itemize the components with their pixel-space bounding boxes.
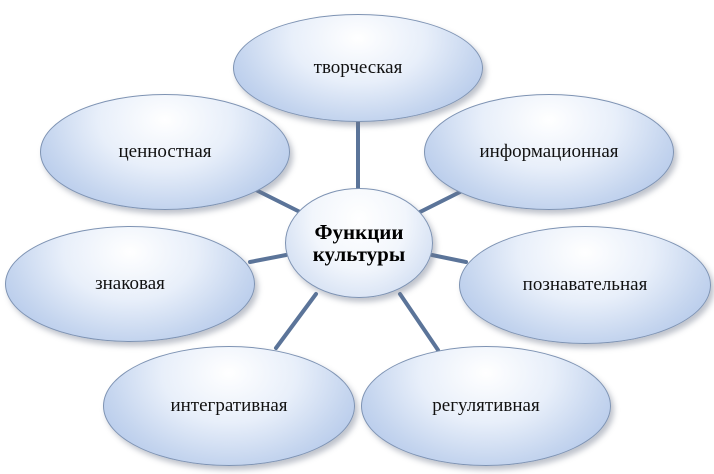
center-title-line1: Функции <box>314 219 404 244</box>
function-label: информационная <box>479 141 619 163</box>
center-node: Функции культуры <box>285 188 433 298</box>
connector-regulyativnaya <box>398 292 440 352</box>
function-label: ценностная <box>118 141 212 163</box>
connector-integrativnaya <box>274 292 318 350</box>
function-node-informatsionnaya: информационная <box>424 94 674 210</box>
connector-znakovaya <box>248 253 288 264</box>
function-node-tsennostnaya: ценностная <box>40 94 290 210</box>
function-label: регулятивная <box>432 395 540 417</box>
connector-poznavatelnaya <box>430 253 468 264</box>
function-node-poznavatelnaya: познавательная <box>459 226 711 344</box>
function-node-tvorcheskaya: творческая <box>233 14 483 122</box>
function-label: знаковая <box>95 273 165 295</box>
function-label: интегративная <box>170 395 288 417</box>
connector-tsennostnaya <box>254 188 302 214</box>
connector-informatsionnaya <box>418 190 462 214</box>
function-node-integrativnaya: интегративная <box>103 346 355 466</box>
function-node-znakovaya: знаковая <box>5 226 255 342</box>
function-label: познавательная <box>522 274 648 296</box>
center-title-line2: культуры <box>312 242 406 266</box>
function-node-regulyativnaya: регулятивная <box>361 346 611 466</box>
function-label: творческая <box>313 57 403 79</box>
